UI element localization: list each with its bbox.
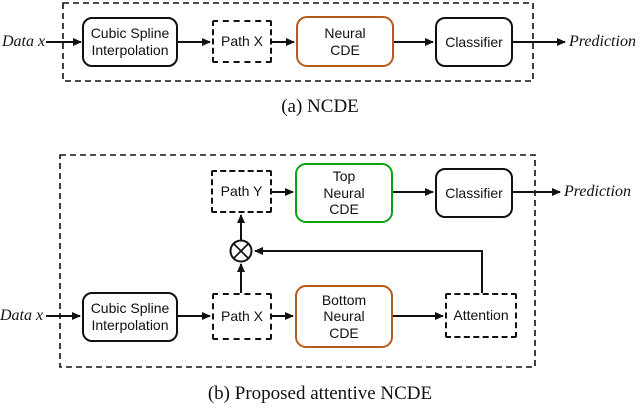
- label-a-data-x: Data x: [2, 33, 46, 50]
- node-b-bottom-neural-cde: Bottom Neural CDE: [295, 285, 393, 348]
- label-b-data-x: Data x: [0, 307, 44, 324]
- node-b-classifier: Classifier: [435, 168, 513, 218]
- figure-b-caption: (b) Proposed attentive NCDE: [207, 383, 433, 404]
- node-a-cubic-spline-interpolation: Cubic Spline Interpolation: [82, 17, 178, 67]
- node-b-path-y: Path Y: [211, 170, 272, 213]
- tensor-product-icon: [229, 239, 253, 263]
- node-b-attention: Attention: [445, 293, 517, 338]
- node-a-classifier: Classifier: [435, 17, 513, 67]
- label-a-prediction: Prediction: [569, 33, 636, 50]
- node-b-top-neural-cde: Top Neural CDE: [295, 163, 393, 223]
- figure-a-caption: (a) NCDE: [281, 96, 359, 117]
- node-b-cubic-spline-interpolation: Cubic Spline Interpolation: [82, 292, 178, 342]
- arrow-b-attention-to-multiply: [254, 247, 483, 293]
- node-a-path-x: Path X: [212, 20, 272, 63]
- figure-a-dashed-frame: [62, 2, 534, 82]
- figure-b-dashed-frame: [59, 154, 536, 368]
- node-a-neural-cde: Neural CDE: [296, 16, 394, 67]
- node-b-path-x: Path X: [212, 293, 272, 340]
- label-b-prediction: Prediction: [564, 183, 631, 200]
